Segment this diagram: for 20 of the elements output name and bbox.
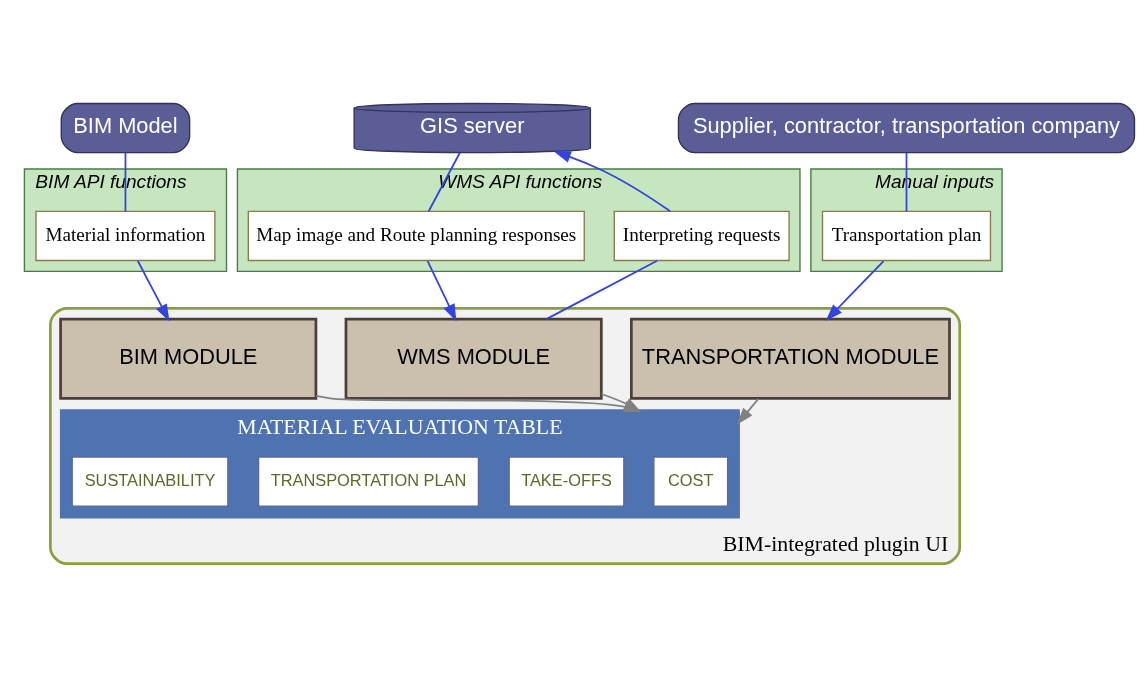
node-box: BIM Model	[60, 102, 191, 153]
node-box: BIM MODULE	[59, 317, 318, 400]
node-box: WMS MODULE	[344, 317, 603, 400]
node-box: TRANSPORTATION PLAN	[257, 455, 480, 507]
node-box: Supplier, contractor, transportation company	[677, 102, 1136, 153]
node-box: Interpreting requests	[613, 210, 790, 261]
arrow	[736, 397, 760, 425]
arrow	[553, 150, 672, 212]
node-box: Map image and Route planning responses	[247, 210, 585, 261]
node-box: TRANSPORTATION MODULE	[630, 317, 951, 400]
arrow	[426, 259, 457, 321]
arrow	[137, 259, 170, 321]
connector	[427, 151, 461, 212]
node-box: COST	[653, 455, 729, 507]
node-box: Material information	[35, 210, 216, 261]
node-box: SUSTAINABILITY	[71, 455, 229, 507]
connector	[545, 259, 659, 320]
node-box: Transportation plan	[821, 210, 992, 261]
node-box: TAKE-OFFS	[508, 455, 625, 507]
arrow	[825, 259, 885, 321]
